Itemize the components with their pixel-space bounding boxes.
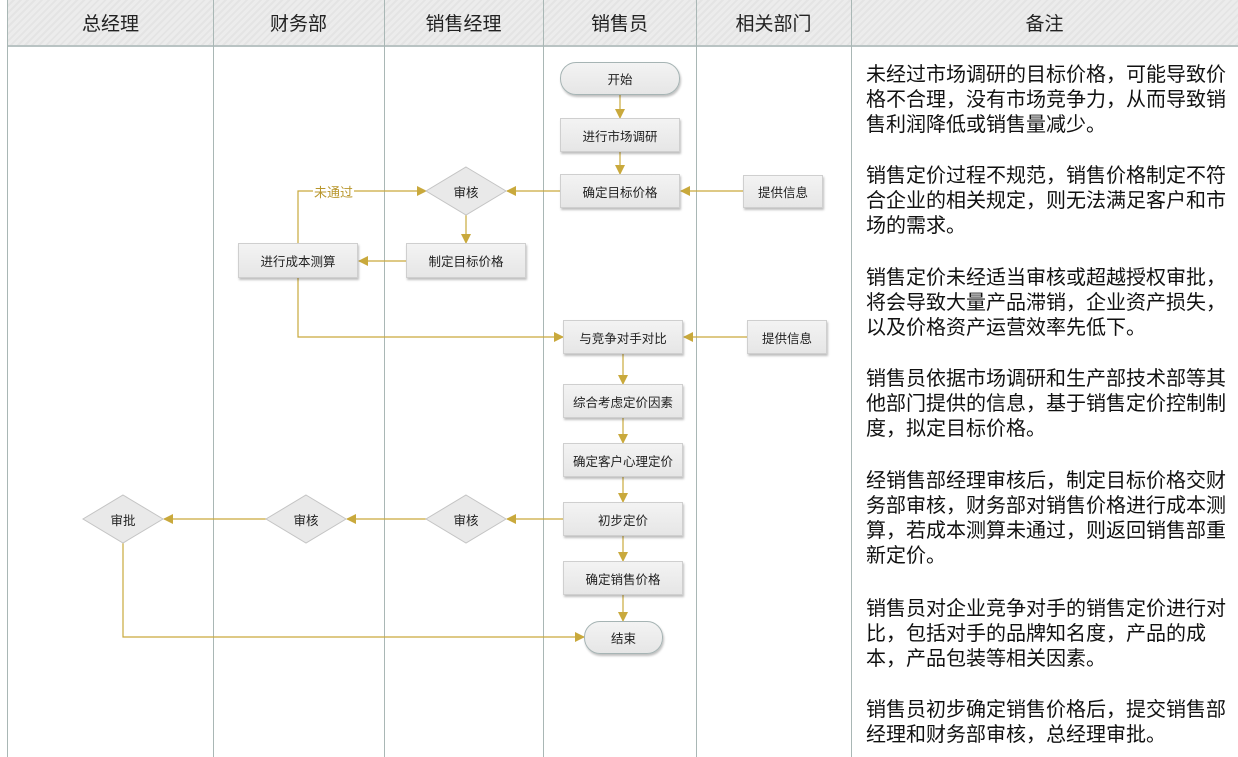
- lane-divider: [384, 0, 385, 757]
- market-research-node: 进行市场调研: [560, 118, 680, 152]
- consider-factors-node: 综合考虑定价因素: [563, 384, 683, 418]
- lane-header-sales-manager: 销售经理: [384, 0, 543, 47]
- set-target-price-node: 确定目标价格: [560, 174, 680, 208]
- end-node: 结束: [584, 621, 663, 654]
- approve-diamond: [82, 494, 164, 544]
- initial-pricing-node: 初步定价: [563, 502, 683, 536]
- make-target-price-node: 制定目标价格: [406, 243, 526, 278]
- approve-label: 审批: [110, 512, 136, 528]
- lane-header-general-manager: 总经理: [8, 0, 213, 47]
- review-2-diamond: [425, 494, 507, 544]
- note-1: 未经过市场调研的目标价格，可能导致价格不合理，没有市场竞争力，从而导致销售利润降…: [866, 62, 1226, 136]
- review-1-label: 审核: [453, 184, 479, 200]
- lane-header-finance: 财务部: [213, 0, 384, 47]
- provide-info-node-2: 提供信息: [747, 320, 827, 354]
- lane-divider: [696, 0, 697, 757]
- start-node: 开始: [560, 62, 680, 95]
- lane-divider: [543, 0, 544, 757]
- review-1-diamond: [425, 166, 507, 216]
- lane-divider: [851, 0, 852, 757]
- final-price-node: 确定销售价格: [563, 561, 683, 595]
- lane-header-related-dept: 相关部门: [696, 0, 851, 47]
- review-3-label: 审核: [293, 512, 319, 528]
- lane-divider: [213, 0, 214, 757]
- note-7: 销售员初步确定销售价格后，提交销售部经理和财务部审核，总经理审批。: [866, 697, 1226, 746]
- note-2: 销售定价过程不规范，销售价格制定不符合企业的相关规定，则无法满足客户和市场的需求…: [866, 163, 1226, 237]
- not-passed-label: 未通过: [313, 182, 355, 201]
- review-2-label: 审核: [453, 512, 479, 528]
- provide-info-node-1: 提供信息: [743, 175, 823, 208]
- note-5: 经销售部经理审核后，制定目标价格交财务部审核，财务部对销售价格进行成本测算，若成…: [866, 468, 1226, 567]
- note-3: 销售定价未经适当审核或超越授权审批，将会导致大量产品滞销，企业资产损失，以及价格…: [866, 265, 1226, 339]
- note-4: 销售员依据市场调研和生产部技术部等其他部门提供的信息，基于销售定价控制制度，拟定…: [866, 366, 1226, 440]
- lane-divider: [7, 0, 8, 757]
- edge-cost-review1-notpassed: [297, 186, 427, 243]
- customer-psych-price-node: 确定客户心理定价: [563, 443, 683, 477]
- lane-header-salesperson: 销售员: [543, 0, 696, 47]
- note-6: 销售员对企业竞争对手的销售定价进行对比，包括对手的品牌知名度，产品的成本，产品包…: [866, 596, 1226, 670]
- review-3-diamond: [265, 494, 347, 544]
- compare-competitor-node: 与竞争对手对比: [563, 320, 683, 354]
- edge-cost-compare: [297, 278, 564, 342]
- lane-header-notes: 备注: [851, 0, 1238, 47]
- cost-calc-node: 进行成本测算: [238, 243, 358, 278]
- edge-approve-end: [122, 543, 585, 642]
